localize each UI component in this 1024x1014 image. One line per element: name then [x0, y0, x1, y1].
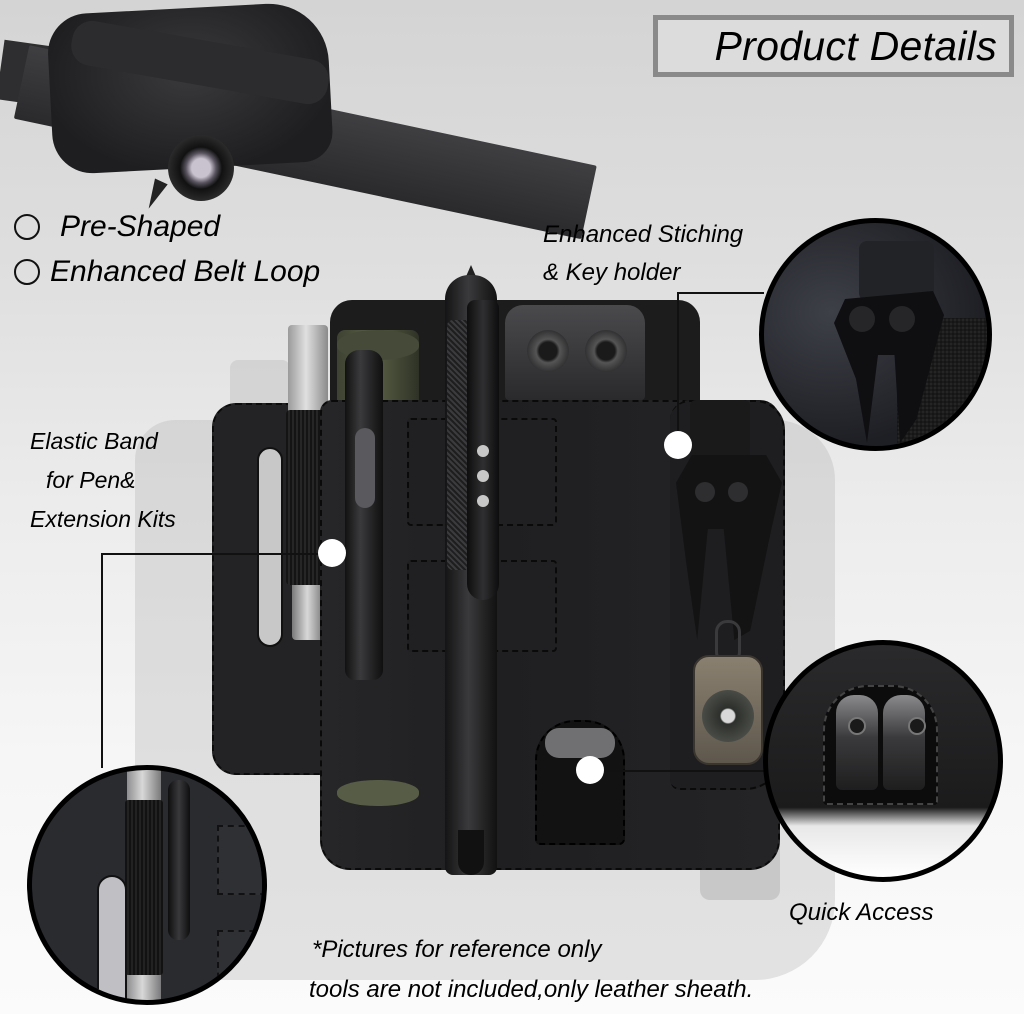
- callout-dot-quick-access: [576, 756, 604, 784]
- inset-loop-tab: [217, 825, 262, 895]
- sheath-left-slot: [257, 447, 283, 647]
- product-details-title-box: Product Details: [653, 15, 1014, 77]
- callout-text-line: Extension Kits: [30, 506, 176, 532]
- callout-line-elastic-vertical: [101, 553, 103, 768]
- disclaimer-line: *Pictures for reference only: [312, 936, 602, 963]
- inset-strap: [859, 241, 934, 301]
- inset-slot: [97, 875, 127, 1000]
- inset-clip: [168, 780, 190, 940]
- disclaimer-line: tools are not included,only leather shea…: [309, 976, 754, 1003]
- quick-access-tool-top: [545, 728, 615, 758]
- disclaimer-text: *Pictures for reference only tools are n…: [309, 930, 754, 1010]
- callout-label-elastic: Elastic Band for Pen& Extension Kits: [30, 422, 176, 539]
- callout-text-line: & Key holder: [543, 259, 681, 286]
- callout-line-quick-access: [603, 770, 765, 772]
- tactical-pen-nib: [458, 830, 484, 875]
- feature-label: Pre-Shaped: [60, 210, 221, 243]
- radio-circle-icon: [14, 259, 40, 285]
- multitool-pivot: [527, 330, 569, 372]
- hook-hole: [728, 482, 748, 502]
- callout-text-line: Elastic Band: [30, 428, 158, 454]
- inset-loop-tab: [217, 930, 262, 1000]
- flashlight-clip: [345, 350, 383, 680]
- inset-elastic-band: [125, 800, 163, 975]
- callout-dot-stitching: [664, 431, 692, 459]
- inset-screw-icon: [848, 717, 866, 735]
- hook-hole: [695, 482, 715, 502]
- inset-multitool-handle: [836, 695, 878, 790]
- callout-text-line: for Pen&: [46, 467, 136, 493]
- feature-label: Enhanced Belt Loop: [50, 255, 321, 288]
- callout-text-line: Enhanced Stiching: [543, 221, 744, 248]
- inset-screw-icon: [908, 717, 926, 735]
- inset-elastic-band-closeup: [27, 765, 267, 1005]
- callout-label-stitching: Enhanced Stiching & Key holder: [543, 216, 743, 292]
- compass-icon: [702, 690, 754, 742]
- inset-key-holder-closeup: [759, 218, 992, 451]
- callout-line-stitching-vertical: [677, 292, 679, 442]
- pen-clip-hole: [477, 445, 489, 457]
- pen-clip-hole: [477, 470, 489, 482]
- inset-quick-access-closeup: [763, 640, 1003, 882]
- flashlight-bottom-cap: [337, 780, 419, 806]
- radio-circle-icon: [14, 214, 40, 240]
- flashlight-lens-image: [168, 135, 234, 201]
- pen-tip-image: [142, 178, 168, 212]
- flashlight-clip-slot: [355, 428, 375, 508]
- inset-multitool-handle: [883, 695, 925, 790]
- callout-label-quick-access: Quick Access: [789, 899, 934, 926]
- feature-pre-shaped: Pre-Shaped: [14, 210, 220, 244]
- page-title: Product Details: [714, 22, 997, 69]
- feature-enhanced-belt-loop: Enhanced Belt Loop: [14, 255, 320, 289]
- pen-clip-hole: [477, 495, 489, 507]
- callout-dot-elastic: [318, 539, 346, 567]
- callout-line-stitching-horizontal: [677, 292, 764, 294]
- inset-hook-hole: [849, 306, 875, 332]
- callout-line-elastic-horizontal: [101, 553, 331, 555]
- inset-hook-hole: [889, 306, 915, 332]
- multitool-pivot: [585, 330, 627, 372]
